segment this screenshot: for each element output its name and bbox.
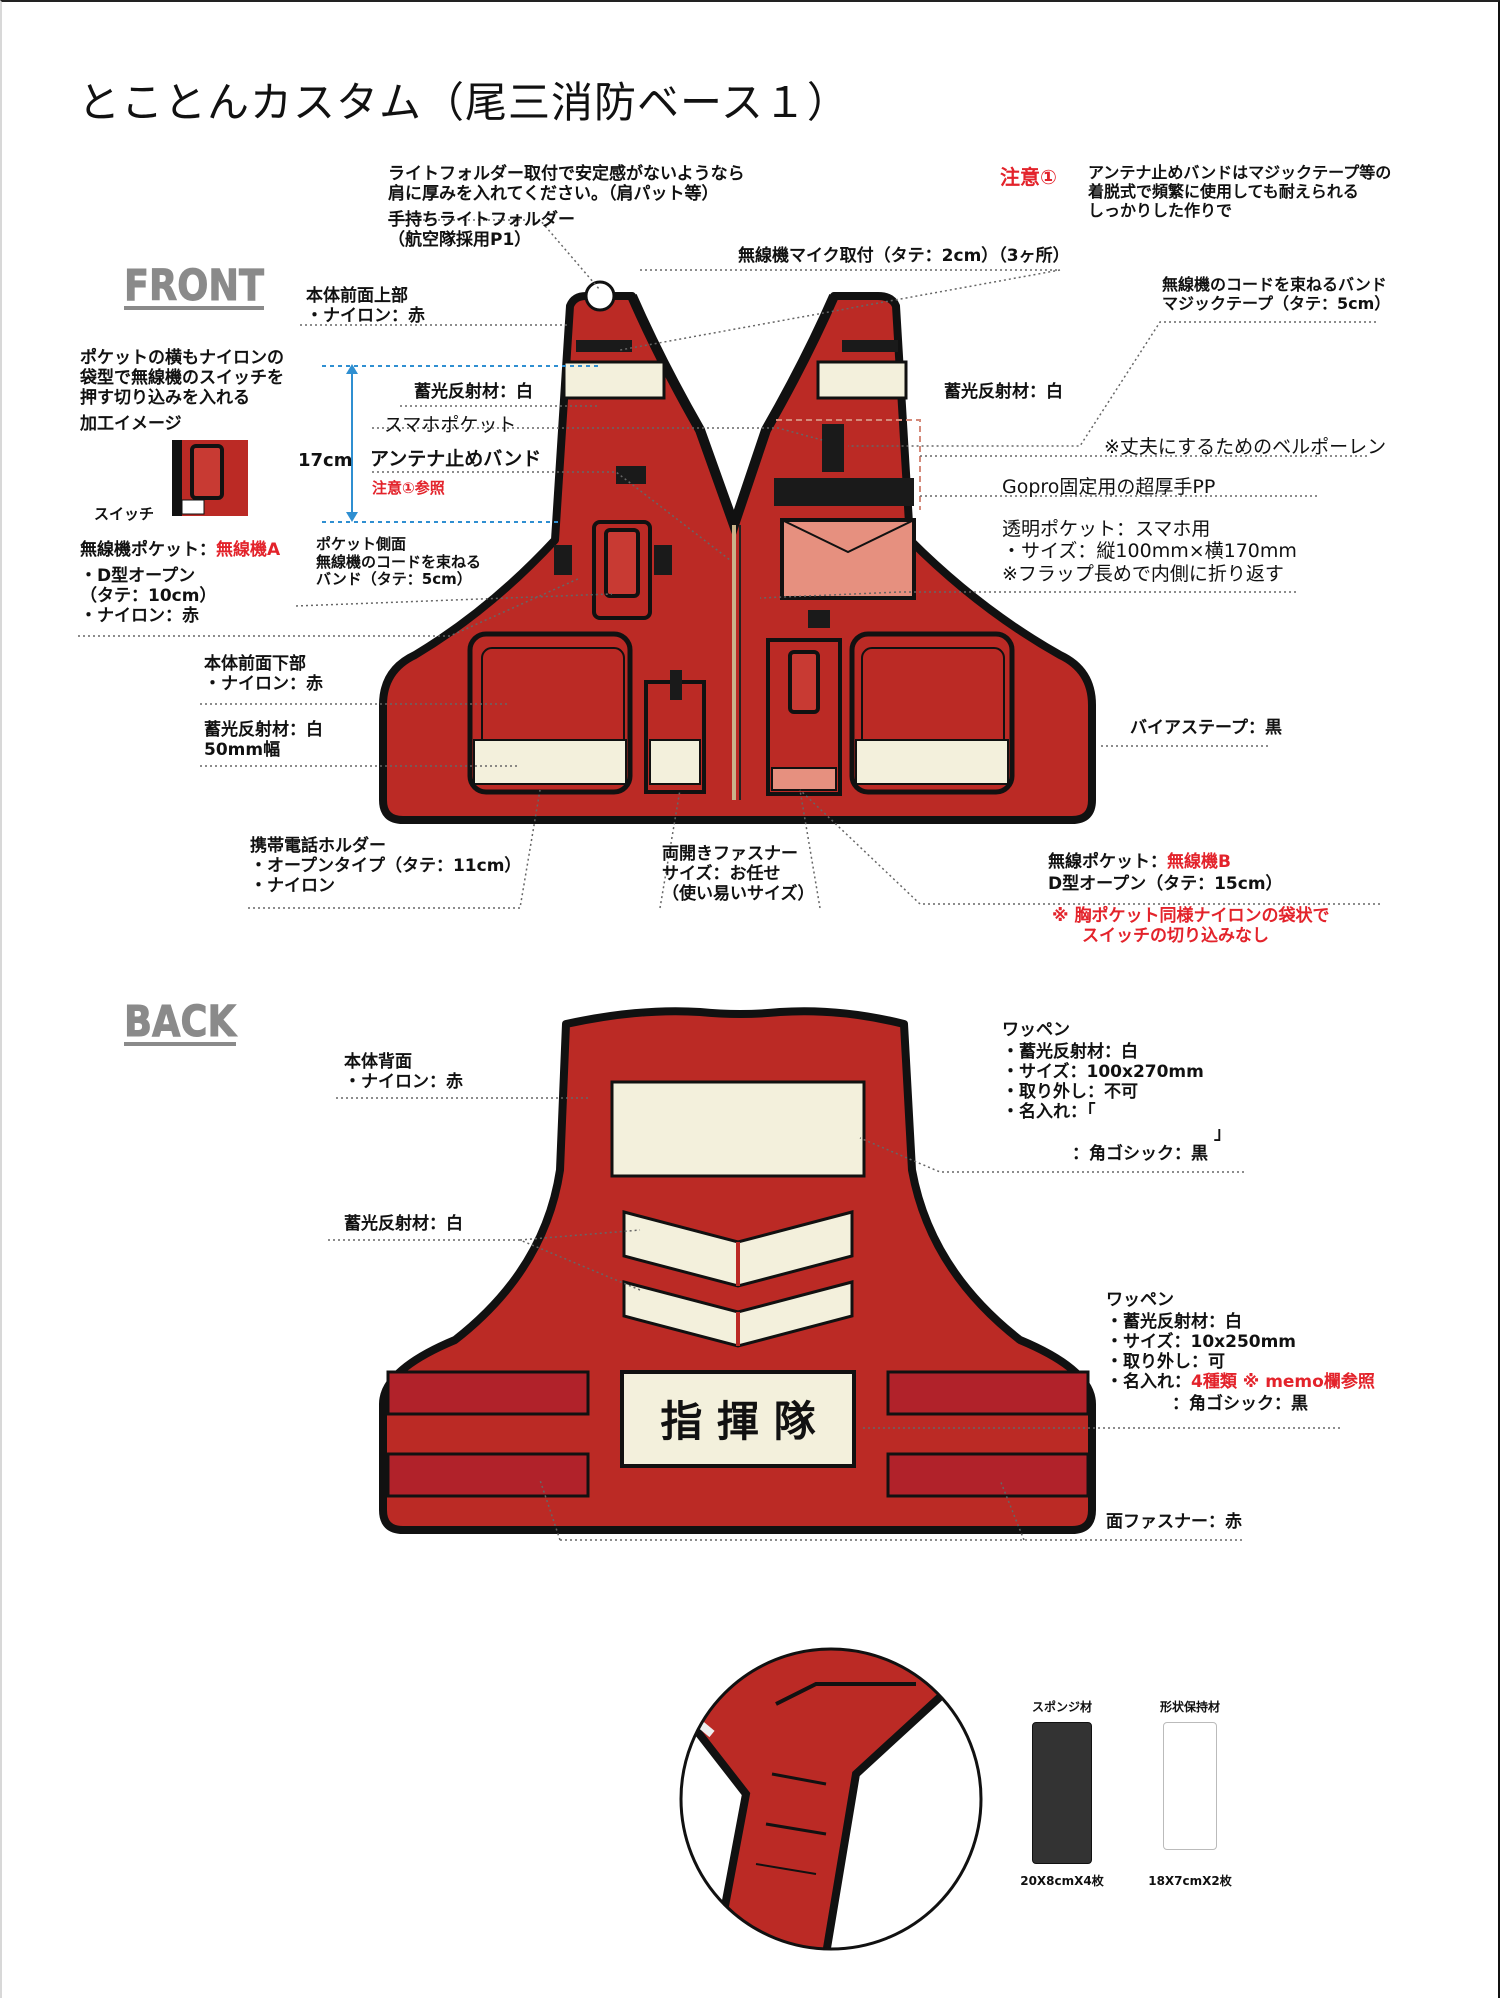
material-shape-label: 形状保持材 [1159, 1700, 1220, 1714]
radio-pocket-b-label: 無線ポケット：無線機B [1048, 852, 1231, 872]
antenna-band-label: アンテナ止めバンド [370, 448, 542, 470]
gopro-plate [774, 478, 914, 506]
belpolen-note: ※丈夫にするためのベルポーレン [1104, 436, 1387, 458]
pocket-side-note: ポケットの横もナイロンの袋型で無線機のスイッチを押す切り込みを入れる [80, 348, 284, 409]
mic-mount-left [576, 340, 632, 352]
back-header-text: BACK [124, 997, 237, 1047]
patch1-bracket: 」 [1214, 1124, 1231, 1144]
clear-pocket-label: 透明ポケット：スマホ用・サイズ：縦100mm×横170mm※フラップ長めで内側に… [1002, 518, 1297, 585]
cord-band-label: 無線機のコードを束ねるバンドマジックテープ（タテ：5cm） [1162, 275, 1391, 313]
shoulder-pad-note: ライトフォルダー取付で安定感がないようなら肩に厚みを入れてください。（肩パット等… [388, 164, 745, 205]
velcro-strip-right-2 [886, 1452, 1090, 1498]
dimension-label: 17cm [298, 450, 353, 471]
material-sponge-swatch [1032, 1722, 1092, 1865]
page-title: とことんカスタム（尾三消防ベース１） [78, 78, 850, 127]
body-back-label: 本体背面・ナイロン：赤 [344, 1052, 463, 1093]
antenna-band [616, 466, 646, 484]
reflective-strip-left-upper [562, 360, 666, 400]
patch1-details: ・蓄光反射材：白・サイズ：100x270mm・取り外し：不可・名入れ：「 [1002, 1042, 1204, 1123]
material-sponge-label: スポンジ材 [1031, 1700, 1092, 1714]
process-image-label: 加工イメージ [80, 414, 182, 434]
reflective-chevron-label: 蓄光反射材：白 [344, 1214, 463, 1234]
patch2-font: ：角ゴシック：黒 [1172, 1394, 1308, 1414]
name-plate [620, 1370, 856, 1468]
reflective-strip-lower-left [473, 739, 627, 785]
clear-pocket [780, 518, 916, 600]
radio-mic-mount-label: 無線機マイク取付（タテ：2cm）（3ヶ所） [738, 246, 1070, 266]
front-header-text: FRONT [124, 261, 265, 311]
patch1-font: ：角ゴシック：黒 [1072, 1144, 1208, 1164]
radio-pocket-a-details: ・D型オープン（タテ：10cm）・ナイロン：赤 [80, 566, 217, 627]
radio-pocket-b-detail: D型オープン（タテ：15cm） [1048, 874, 1283, 894]
light-folder-ring [584, 280, 616, 312]
patch2-name: ・名入れ：4種類 ※ memo欄参照 [1106, 1372, 1375, 1392]
body-front-lower-label: 本体前面下部・ナイロン：赤 [204, 654, 323, 695]
velcro-label: 面ファスナー：赤 [1106, 1512, 1242, 1532]
caution-text: アンテナ止めバンドはマジックテープ等の着脱式で頻繁に使用しても耐えられるしっかり… [1088, 163, 1392, 220]
back-patch-1 [610, 1080, 866, 1178]
phone-pocket [822, 424, 844, 472]
switch-label: スイッチ [94, 505, 155, 523]
phone-holder-label: 携帯電話ホルダー・オープンタイプ（タテ：11cm）・ナイロン [250, 836, 522, 897]
material-shape-size: 18X7cmX2枚 [1148, 1874, 1232, 1889]
bias-tape-label: バイアステープ：黒 [1130, 718, 1282, 738]
radio-pocket-b-note: ※ 胸ポケット同様ナイロンの袋状でスイッチの切り込みなし [1052, 906, 1330, 947]
velcro-strip-right-1 [886, 1370, 1090, 1416]
back-section-header: BACK [124, 997, 238, 1048]
patch1-title: ワッペン [1002, 1020, 1070, 1040]
material-sponge: スポンジ材 20X8cmX4枚 [1012, 1700, 1112, 1888]
detail-zoom-circle [679, 1647, 983, 1951]
velcro-strip-left-1 [386, 1370, 590, 1416]
pocket-side-band-label: ポケット側面無線機のコードを束ねるバンド（タテ：5cm） [316, 535, 482, 589]
body-front-upper-label: 本体前面上部・ナイロン：赤 [306, 286, 425, 327]
zipper-label: 両開きファスナーサイズ：お任せ（使い易いサイズ） [662, 844, 815, 905]
front-section-header: FRONT [124, 261, 266, 312]
mic-mount-right [842, 340, 898, 352]
gopro-note: Gopro固定用の超厚手PP [1002, 476, 1216, 498]
process-image [172, 440, 248, 516]
caution-ref-label: 注意①参照 [372, 479, 445, 497]
material-sponge-size: 20X8cmX4枚 [1020, 1874, 1104, 1889]
radio-pocket-a-label: 無線機ポケット：無線機A [80, 540, 281, 560]
velcro-strip-left-2 [386, 1452, 590, 1498]
patch2-title: ワッペン [1106, 1290, 1174, 1310]
name-plate-text: 指 揮 隊 [660, 1397, 815, 1446]
phone-pocket-label: スマホポケット [384, 414, 517, 436]
material-shape-swatch [1163, 1722, 1217, 1851]
caution-title: 注意① [1000, 165, 1057, 189]
reflective-strip-right-upper [816, 360, 908, 400]
patch2-details: ・蓄光反射材：白・サイズ：10x250mm・取り外し：可 [1106, 1312, 1297, 1373]
reflective-strip-lower-right [855, 739, 1009, 785]
reflective-right-label: 蓄光反射材：白 [944, 382, 1063, 402]
material-shape-keeper: 形状保持材 18X7cmX2枚 [1140, 1700, 1240, 1888]
light-folder-label: 手持ちライトフォルダー（航空隊採用P1） [388, 210, 575, 251]
reflective-left-label: 蓄光反射材：白 [414, 382, 533, 402]
